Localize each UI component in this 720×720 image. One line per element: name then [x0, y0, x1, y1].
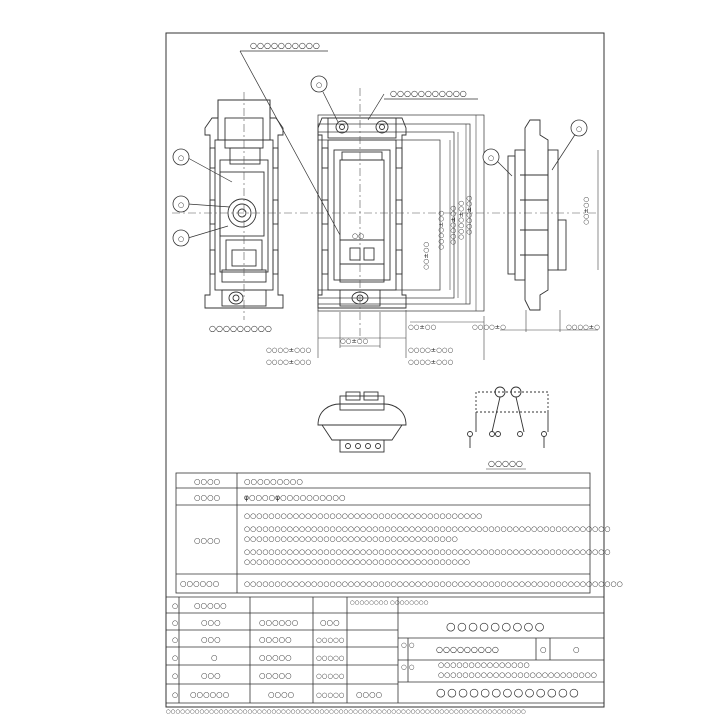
rev-mark-5: ○ [172, 672, 178, 680]
spec-label-2: ○○○○ [194, 493, 220, 502]
spec-value-1: ○○○○○○○○○ [244, 477, 303, 486]
sheet-border [165, 32, 605, 708]
rev-note-1: ○○○○○○○○ ○○○○○○○○ [350, 600, 429, 606]
desc-line-1: ○○○○○○○○○○○○○○○ [438, 661, 530, 669]
spec-label-3: ○○○○ [194, 536, 220, 545]
rev-c4-6: ○○○○ [356, 690, 382, 699]
dim-vertical-1: ○○○○±○○ [437, 210, 445, 250]
rev-c2-5: ○○○○○ [259, 671, 292, 680]
dim-vertical-4: ○○○○±○○ [465, 195, 473, 235]
callout-left-3: ○ [178, 235, 184, 243]
wiring-caption: ○○○○○ [488, 459, 523, 468]
desc-row-mark: ○ ○ [401, 663, 415, 671]
callout-right-2: ○ [576, 125, 582, 133]
rev-c2-3: ○○○○○ [259, 635, 292, 644]
rev-c2-2: ○○○○○○ [259, 618, 298, 627]
spec-note-line-4: ○○○○○○○○○○○○○○○○○○○○○○○○○○○○○○○○○○○○○○○○… [244, 548, 610, 556]
rev-c1-3: ○○○ [201, 635, 221, 644]
side-view [507, 119, 567, 311]
spec-table [175, 472, 591, 594]
dim-top-1: ○○±○○ [408, 323, 436, 331]
callout-circle-left-3 [172, 229, 190, 247]
rev-c1-4: ○ [211, 653, 218, 662]
spec-label-4: ○○○○○○ [180, 579, 219, 588]
desc-line-2: ○○○○○○○○○○○○○○○○○○○○○○○○○○ [438, 671, 597, 679]
model-small: ○ [540, 645, 547, 654]
spec-note-line-2: ○○○○○○○○○○○○○○○○○○○○○○○○○○○○○○○○○○○○○○○○… [244, 525, 610, 533]
leader-lines [187, 50, 579, 239]
rev-mark-4: ○ [172, 654, 178, 662]
rev-c1-2: ○○○ [201, 618, 221, 627]
spec-label-1: ○○○○ [194, 477, 220, 486]
dim-left-2: ○○○○±○○○ [266, 358, 311, 366]
callout-circle-left-2 [172, 195, 190, 213]
dim-side-right: ○○○○±○ [566, 323, 600, 331]
bottom-caption: ○○○○○○○○○ [209, 324, 272, 333]
rev-mark-1: ○ [172, 602, 178, 610]
title-block [166, 596, 604, 704]
wiring-diagram [467, 386, 549, 448]
callout-top-left: ○○○○○○○○○○ [250, 41, 320, 50]
dimension-lines [317, 115, 599, 360]
model-right: ○ [573, 645, 580, 654]
callout-circle-right-2 [570, 119, 588, 137]
rev-c3-5: ○○○○○ [316, 672, 345, 680]
callout-circle-right-1 [482, 148, 500, 166]
callout-right-1: ○ [488, 154, 494, 162]
dim-side-left: ○○○○±○ [472, 323, 506, 331]
footer-note: ○○○○○○○○○○○○○○○○○○○○○○○○○○○○○○○○○○○○○○○○… [166, 709, 526, 715]
model-row-mark: ○ ○ [401, 641, 415, 649]
product-name: ○○○○○○○○○ [446, 620, 546, 633]
dim-right-2: ○○○○±○○○ [408, 358, 453, 366]
callout-top-marker: ○ [316, 81, 322, 89]
spec-note-line-3: ○○○○○○○○○○○○○○○○○○○○○○○○○○○○○○○○○○○ [244, 535, 458, 543]
spec-value-4: ○○○○○○○○○○○○○○○○○○○○○○○○○○○○○○○○○○○○○○○○… [244, 580, 623, 588]
rev-c3-4: ○○○○○ [316, 654, 345, 662]
rev-c3-2: ○○○ [320, 618, 340, 627]
dim-mid: ○○±○○ [340, 337, 368, 345]
dim-side-vertical: ○○±○○ [582, 197, 590, 225]
spec-value-2: φ○○○○φ○○○○○○○○○○ [244, 493, 346, 502]
rev-mark-3: ○ [172, 636, 178, 644]
dim-vertical-2: ○○○○±○○ [449, 205, 457, 245]
callout-left-2: ○ [178, 201, 184, 209]
callout-circle-top [310, 75, 328, 93]
center-lines [172, 88, 598, 340]
rev-c1-5: ○○○ [201, 671, 221, 680]
spec-note-line-5: ○○○○○○○○○○○○○○○○○○○○○○○○○○○○○○○○○○○○○ [244, 558, 470, 566]
bottom-view [317, 391, 407, 453]
front-view-jack [204, 99, 284, 309]
rev-mark-6: ○ [172, 691, 178, 699]
drawing-number: ○○○○○○○○○○○○○ [436, 686, 580, 699]
rev-c1-6: ○○○○○○ [190, 690, 229, 699]
callout-top-right: ○○○○○○○○○○○ [390, 89, 467, 98]
rev-mark-2: ○ [172, 619, 178, 627]
dim-vertical-3: ○○○○±○○ [457, 200, 465, 240]
rev-c1-1: ○○○○○ [194, 601, 227, 610]
center-label: ○○ [352, 232, 364, 240]
callout-left-1: ○ [178, 154, 184, 162]
callout-circle-left-1 [172, 148, 190, 166]
rev-c2-6: ○○○○ [268, 690, 294, 699]
dim-right-1: ○○○○±○○○ [408, 346, 453, 354]
dim-left-1: ○○○○±○○○ [266, 346, 311, 354]
spec-note-line-1: ○○○○○○○○○○○○○○○○○○○○○○○○○○○○○○○○○○○○○○○ [244, 512, 482, 520]
rev-c3-3: ○○○○○ [316, 636, 345, 644]
rev-c3-6: ○○○○○ [316, 691, 345, 699]
dim-vertical-small: ○○±○○ [422, 242, 430, 270]
rev-c2-4: ○○○○○ [259, 653, 292, 662]
model-number: ○○○○○○○○○ [436, 645, 499, 654]
